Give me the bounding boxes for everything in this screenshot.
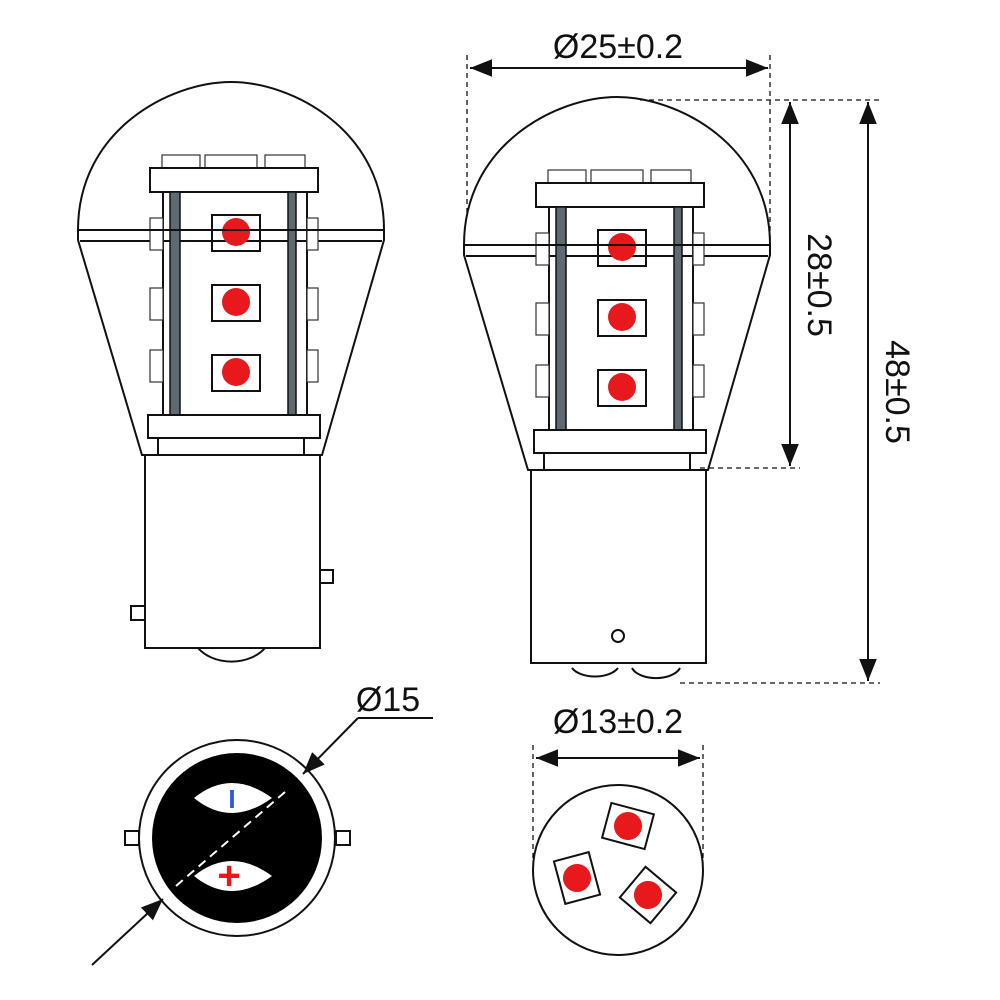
base-diameter-label: Ø13±0.2 — [553, 703, 683, 741]
dimension-led-height: 28±0.5 — [640, 99, 880, 469]
bulb-side-view — [77, 81, 385, 663]
bulb-top-view: Ø13±0.2 — [532, 703, 704, 956]
bulb-front-view — [463, 96, 771, 680]
positive-terminal-label: + — [217, 854, 240, 898]
led-chip — [552, 850, 602, 906]
socket-diameter-label: Ø15 — [356, 681, 420, 719]
total-height-label: 48±0.5 — [878, 340, 916, 444]
led-height-label: 28±0.5 — [800, 233, 838, 337]
globe-diameter-label: Ø25±0.2 — [553, 28, 683, 66]
led-chip — [600, 801, 656, 851]
dimension-total-height: 48±0.5 — [680, 102, 916, 684]
dimension-globe-diameter: Ø25±0.2 — [466, 28, 771, 240]
bulb-base-bottom-view: I + Ø15 — [91, 681, 433, 966]
led-chip — [618, 865, 678, 925]
negative-terminal-label: I — [228, 784, 235, 814]
